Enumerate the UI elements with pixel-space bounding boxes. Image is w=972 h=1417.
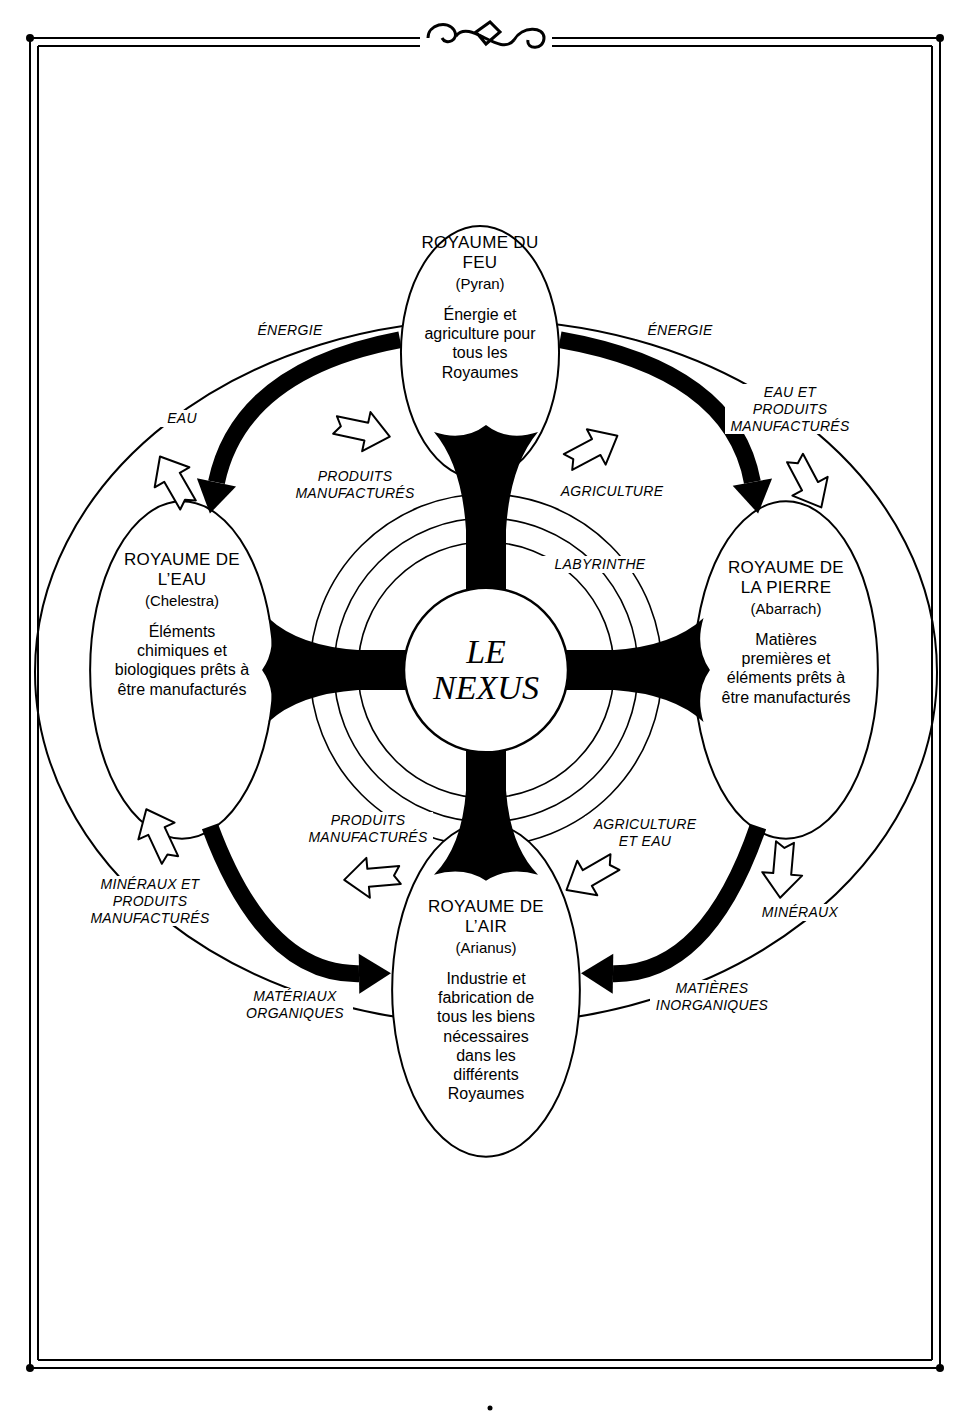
flow-label: MATÉRIAUX ORGANIQUES xyxy=(238,988,353,1022)
flow-arrow xyxy=(331,405,394,456)
arrow-shaft xyxy=(210,826,359,973)
page-frame xyxy=(30,38,940,1368)
frame-top xyxy=(30,38,940,46)
realm-description: Industrie et fabrication de tous les bie… xyxy=(427,969,545,1103)
labyrinth-rings xyxy=(310,494,662,846)
outline-ellipse xyxy=(401,226,559,479)
realm-name: (Chelestra) xyxy=(112,592,252,610)
realm-name: (Arianus) xyxy=(427,939,545,957)
realm-ellipse: ROYAUME DU FEU (Pyran) Énergie et agricult… xyxy=(400,225,560,480)
flow-label: PRODUITS MANUFACTURÉS xyxy=(290,468,420,502)
flow-label: EAU ET PRODUITS MANUFACTURÉS xyxy=(725,384,855,434)
realm-ellipse: ROYAUME DE L’AIR (Arianus) Industrie et fa… xyxy=(391,822,581,1158)
outline-ellipse xyxy=(392,823,580,1156)
realm-description: Énergie et agriculture pour tous les Roy… xyxy=(418,305,543,382)
nexus-title: LE NEXUS xyxy=(424,634,549,705)
arrow-shaft xyxy=(216,340,400,483)
flow-arrow xyxy=(760,840,805,899)
labyrinth-ring xyxy=(358,542,614,798)
realm-title: ROYAUME DU FEU xyxy=(418,233,543,272)
ornament xyxy=(428,22,544,47)
corner-dot xyxy=(936,34,944,42)
flow-label: ÉNERGIE xyxy=(635,322,725,339)
flow-label: MINÉRAUX xyxy=(753,904,848,921)
flow-label: EAU xyxy=(157,410,207,427)
corner-dot xyxy=(936,1364,944,1372)
flow-label: MINÉRAUX ET PRODUITS MANUFACTURÉS xyxy=(88,876,213,926)
realm-title: ROYAUME DE LA PIERRE xyxy=(719,558,854,597)
frame-dots xyxy=(26,34,944,1411)
flow-arrow xyxy=(559,418,627,480)
arrow-head xyxy=(359,954,391,994)
frame-bottom xyxy=(30,1360,940,1368)
realm-description: Matières premières et éléments prêts à ê… xyxy=(719,630,854,707)
corner-dot xyxy=(26,1364,34,1372)
arrow-head xyxy=(581,954,613,994)
frame-sides xyxy=(30,38,940,1368)
flow-label: AGRICULTURE xyxy=(555,483,670,500)
outline-ellipse xyxy=(404,588,568,753)
flow-label: AGRICULTURE ET EAU xyxy=(585,816,705,850)
realm-ellipse: ROYAUME DE L’EAU (Chelestra) Éléments chim… xyxy=(89,500,275,840)
flow-label: ÉNERGIE xyxy=(245,322,335,339)
realm-name: (Abarrach) xyxy=(719,600,854,618)
realm-ellipse: ROYAUME DE LA PIERRE (Abarrach) Matières p… xyxy=(693,500,879,840)
nexus-circle: LE NEXUS xyxy=(403,587,569,753)
energy-arrow xyxy=(210,826,391,993)
realm-title: ROYAUME DE L’AIR xyxy=(427,897,545,936)
realm-title: ROYAUME DE L’EAU xyxy=(112,550,252,589)
flow-label: LABYRINTHE xyxy=(540,556,660,573)
flow-arrow xyxy=(557,845,625,908)
labyrinth-ring xyxy=(310,494,662,846)
arrow-shaft xyxy=(560,340,752,482)
realm-name: (Pyran) xyxy=(418,275,543,293)
corner-dot xyxy=(26,34,34,42)
outline-ellipse xyxy=(90,501,274,838)
flow-label: MATIÈRES INORGANIQUES xyxy=(650,980,775,1014)
flow-arrow xyxy=(342,855,401,900)
energy-arrow xyxy=(581,826,758,993)
outline-ellipse xyxy=(694,501,878,838)
page-dot xyxy=(488,1406,493,1411)
nexus-cross xyxy=(262,425,710,881)
realm-description: Éléments chimiques et biologiques prêts … xyxy=(112,622,252,699)
flow-label: PRODUITS MANUFACTURÉS xyxy=(303,812,433,846)
